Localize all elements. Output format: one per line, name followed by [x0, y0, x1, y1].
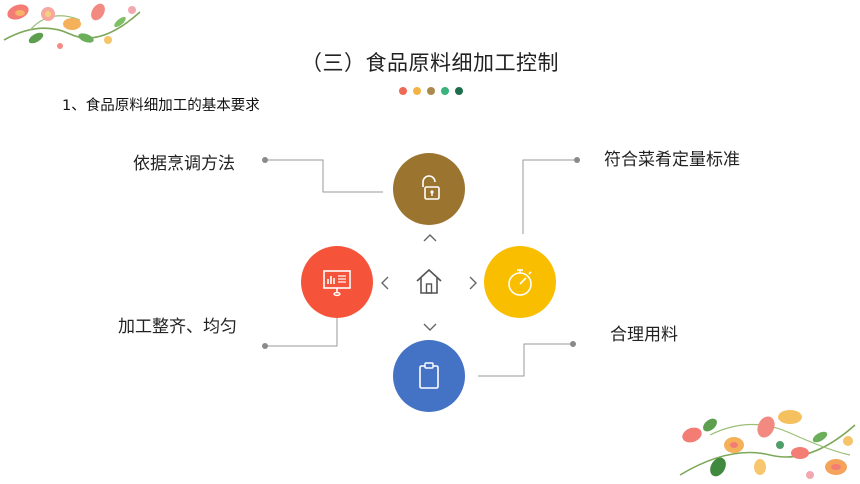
presentation-board-icon [323, 270, 351, 297]
floral-decoration-bottom-right [679, 410, 856, 479]
accent-dot [427, 87, 435, 95]
stopwatch-icon [508, 269, 532, 296]
chevron-left-icon [381, 276, 389, 290]
unlock-icon [422, 175, 440, 200]
requirement-label-cooking-method: 依据烹调方法 [133, 154, 235, 174]
home-icon [416, 268, 442, 294]
accent-dot [399, 87, 407, 95]
accent-dot [455, 87, 463, 95]
accent-dots [399, 87, 463, 95]
requirement-circle-uniform-cutting [301, 246, 373, 318]
requirement-label-portion-standard: 符合菜肴定量标准 [604, 150, 740, 170]
requirement-circle-reasonable-use [393, 340, 465, 412]
chevron-right-icon [469, 276, 477, 290]
accent-dot [413, 87, 421, 95]
accent-dot [441, 87, 449, 95]
clipboard-icon [419, 362, 439, 389]
requirement-circle-portion-standard [484, 246, 556, 318]
floral-decoration-top-left [3, 3, 141, 49]
requirement-label-reasonable-use: 合理用料 [610, 325, 678, 345]
chevron-up-icon [423, 234, 437, 242]
slide-title: （三）食品原料细加工控制 [301, 51, 559, 75]
chevron-down-icon [423, 323, 437, 331]
requirement-circle-cooking-method [393, 153, 465, 225]
requirement-label-uniform-cutting: 加工整齐、均匀 [118, 317, 237, 337]
slide-subtitle: 1、食品原料细加工的基本要求 [62, 98, 260, 114]
